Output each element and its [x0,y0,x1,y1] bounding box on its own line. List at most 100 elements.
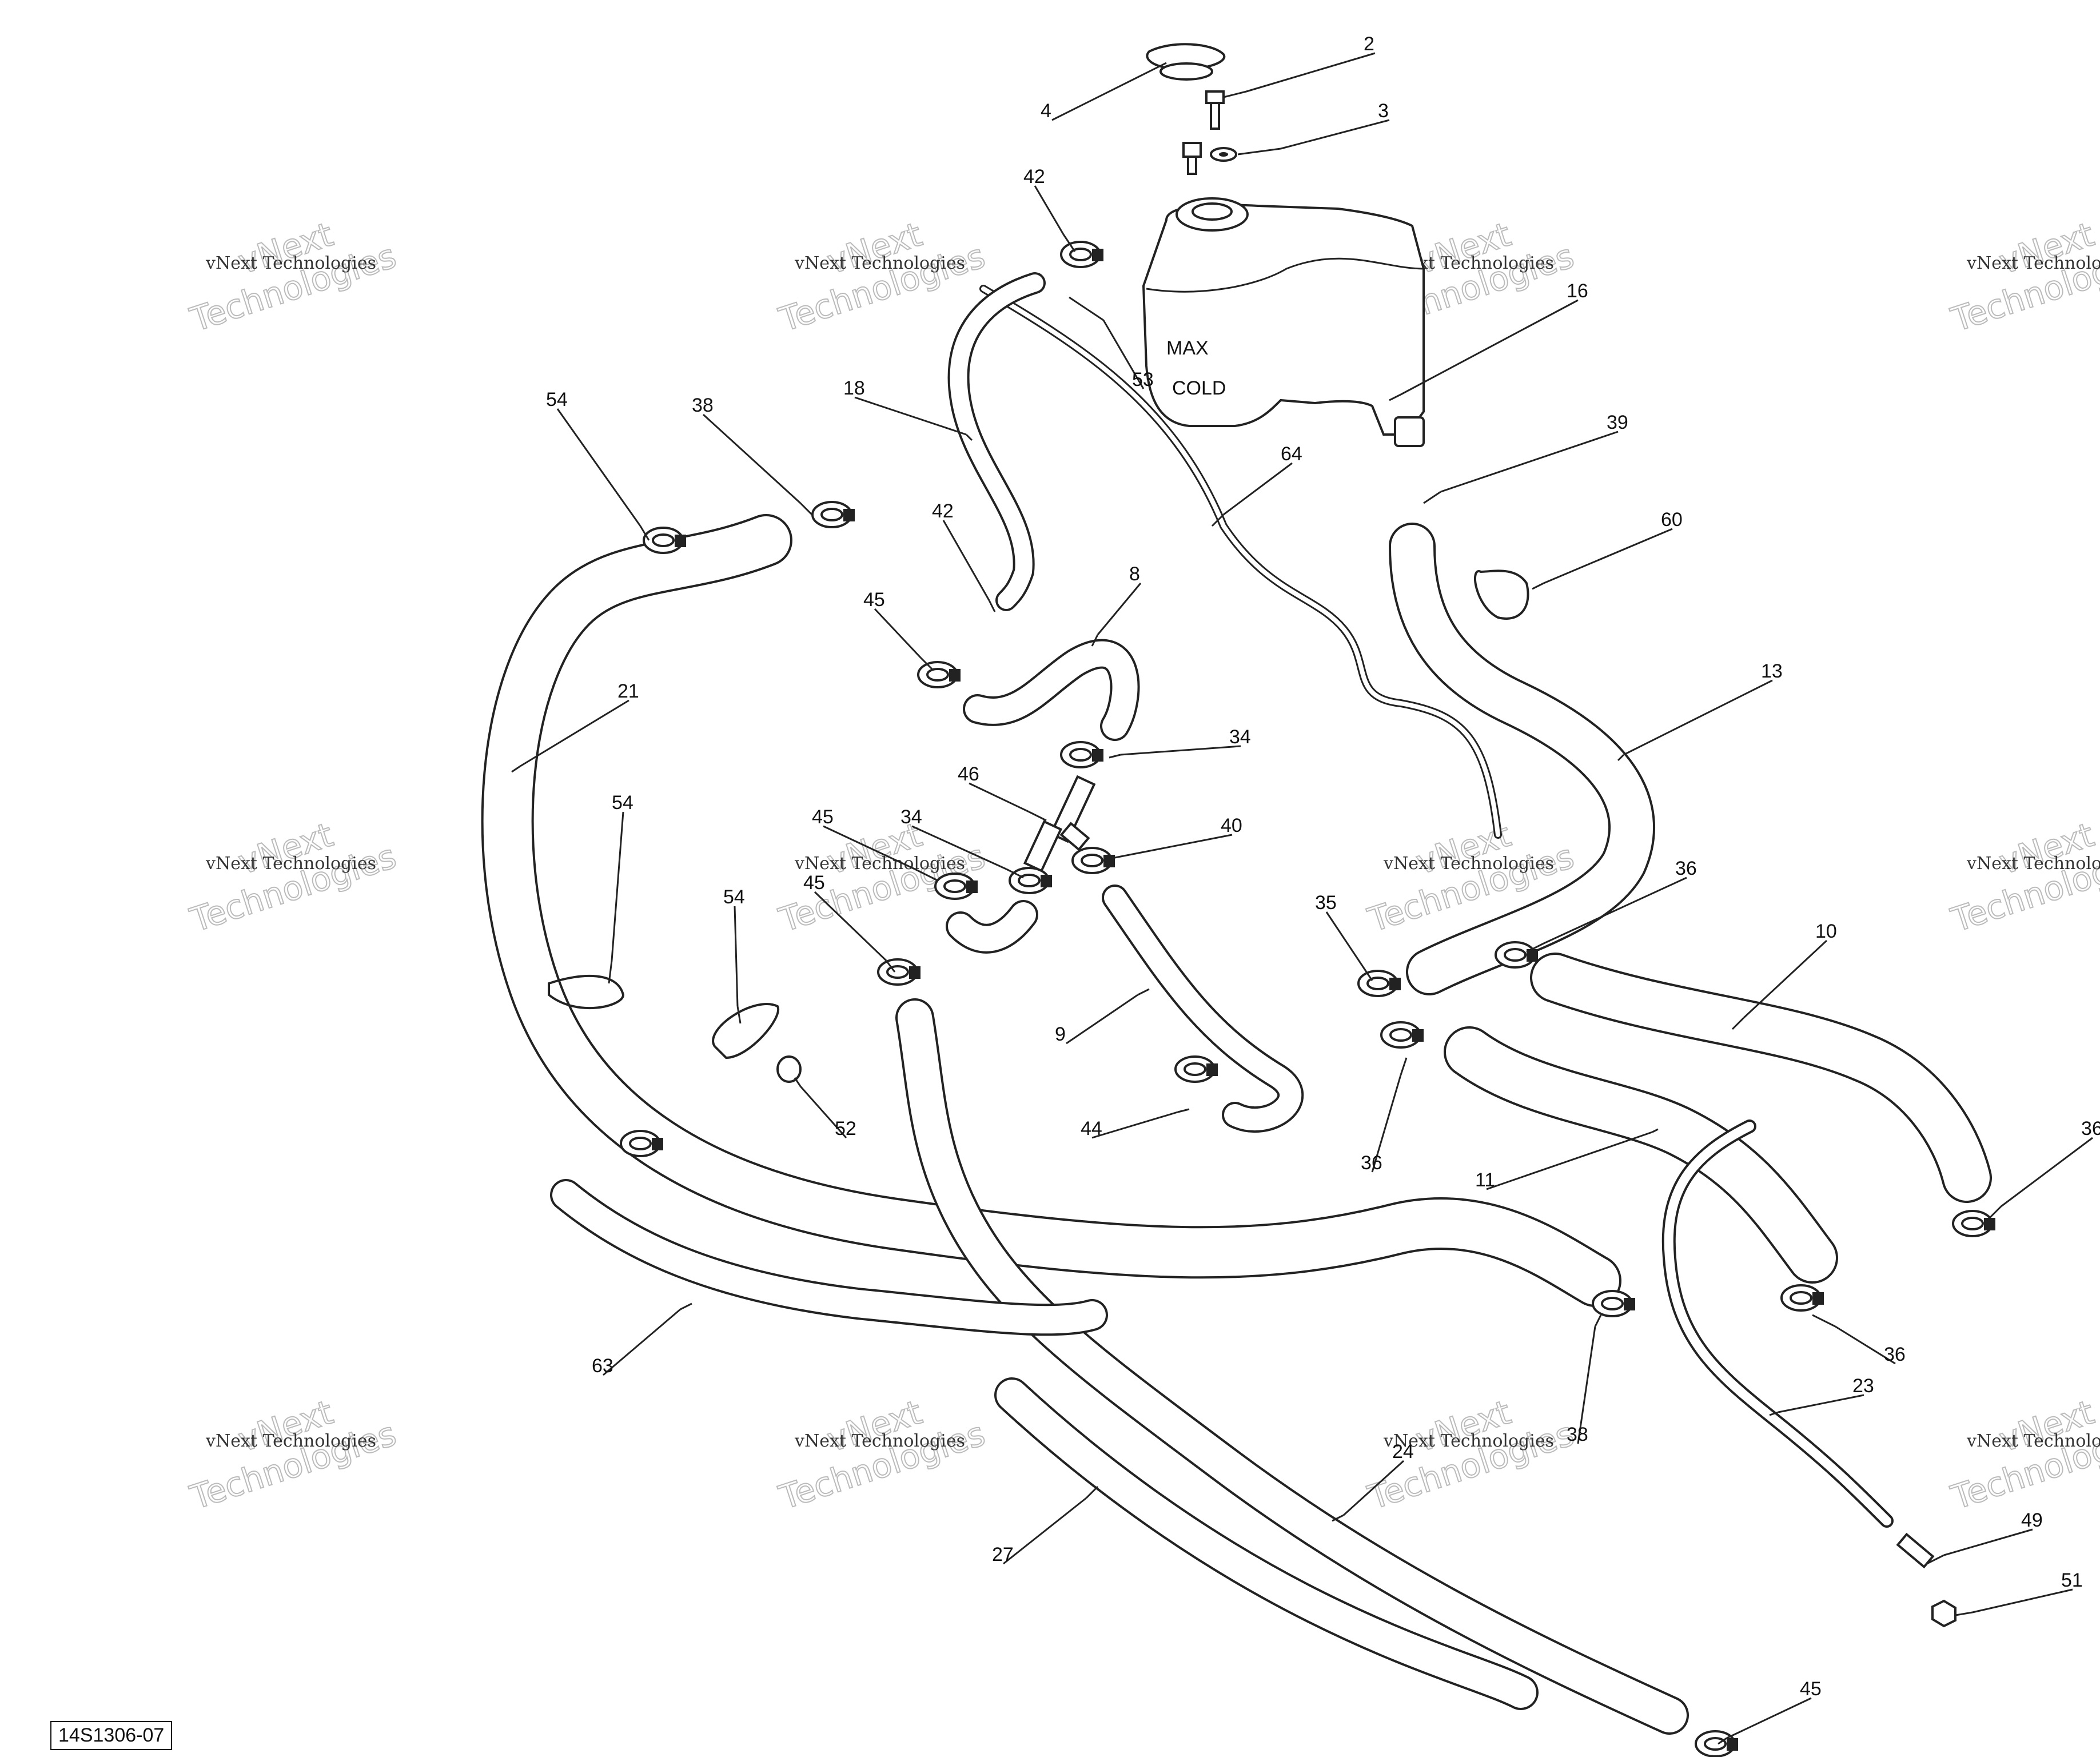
leader-line [1440,431,1619,493]
leader-line [1223,90,1247,98]
hose-clamp [1009,867,1052,894]
callout-number: 39 [1607,412,1628,433]
leader-line [1400,299,1579,396]
callout-number: 64 [1281,443,1302,465]
callout-number: 13 [1761,660,1783,682]
watermark-text: vNext Technologies [1966,253,2100,273]
hose-10 [1530,953,1992,1203]
leader-line [969,782,1030,813]
callout-9: 9 [1055,988,1150,1045]
leader-line [965,433,973,441]
callout-number: 11 [1475,1169,1495,1191]
callout-38: 38 [1567,1314,1602,1445]
leader-line [608,960,613,984]
leader-line [2001,1137,2093,1208]
leader-line [1955,1611,1973,1616]
callout-number: 45 [863,589,885,611]
callout-number: 21 [617,680,639,702]
tee-fitting-46 [1023,775,1096,872]
callout-10: 10 [1731,921,1837,1030]
leader-line [639,525,650,541]
callout-number: 54 [546,389,568,411]
callout-3: 3 [1237,100,1390,156]
leader-line [1726,1697,1812,1739]
callout-60: 60 [1532,509,1683,590]
leader-line [1423,491,1441,504]
leader-line [1237,148,1281,156]
callout-number: 36 [2081,1118,2100,1140]
leader-line [799,1086,847,1138]
callout-38: 38 [692,395,813,516]
leader-line [1103,856,1115,862]
callout-36: 36 [1983,1118,2100,1225]
leader-line [1983,1205,2002,1225]
hose-clamp [1071,847,1115,874]
leader-line [1332,1514,1344,1522]
leader-line [1718,1737,1727,1745]
leader-line [911,825,1007,870]
callout-number: 36 [1675,858,1697,879]
leader-line [511,765,521,773]
diagram-reference-code: 14S1306-07 [50,1721,173,1750]
hose-clamp [1495,941,1538,969]
hose-11 [1444,1026,1838,1284]
callout-2: 2 [1223,33,1376,98]
leader-line [1835,1325,1896,1365]
callout-13: 13 [1617,660,1783,762]
leader-line [1137,988,1150,996]
callout-27: 27 [992,1485,1099,1565]
watermark-text: vNext Technologies [1383,1431,1554,1451]
hose-clamp [1060,741,1103,768]
leader-line [1943,1528,2033,1556]
leader-line [1091,1111,1178,1139]
callout-35: 35 [1315,892,1373,981]
callout-number: 34 [900,806,922,828]
callout-number: 9 [1055,1023,1066,1045]
watermark-text: vNext Technologies [794,854,965,874]
callout-number: 51 [2061,1569,2083,1591]
leader-line [1062,234,1076,252]
leader-line [1617,754,1625,762]
hose-clamp [1592,1290,1635,1317]
cap-52 [776,1055,802,1083]
hose-clamp [1952,1210,1995,1237]
leader-line [794,1077,802,1087]
leader-line [1594,1314,1602,1327]
leader-line [1623,679,1773,756]
leader-line [1812,1314,1836,1328]
tank-max-label: MAX [1166,337,1209,359]
leader-line [1003,1497,1087,1565]
callout-number: 34 [1229,726,1251,748]
callout-number: 36 [1361,1152,1382,1174]
callout-number: 38 [1567,1424,1588,1445]
callout-number: 23 [1852,1375,1874,1397]
radiator-cap [1146,43,1226,81]
callout-number: 40 [1221,815,1242,836]
hose-27 [994,1377,1539,1710]
hose-63 [550,1179,1108,1336]
leader-line [1769,1411,1779,1416]
leader-line [1778,1394,1864,1413]
leader-line [1526,942,1544,953]
hose-clamp [1060,241,1103,268]
hose-clamp [934,872,978,900]
callout-number: 54 [612,792,633,814]
callout-number: 10 [1815,921,1837,942]
hose-clamp [811,501,855,528]
callout-23: 23 [1769,1375,1874,1416]
watermark-text: vNext Technologies [205,854,376,874]
callout-number: 4 [1041,100,1051,122]
callout-number: 45 [803,872,825,894]
leader-line [1652,1128,1659,1133]
leader-line [1211,513,1225,527]
callout-number: 54 [723,886,745,908]
leader-line [556,408,641,527]
leader-line [1743,939,1828,1019]
callout-46: 46 [958,763,1047,822]
hose-clamp [1174,1055,1218,1083]
callout-42: 42 [932,500,996,612]
